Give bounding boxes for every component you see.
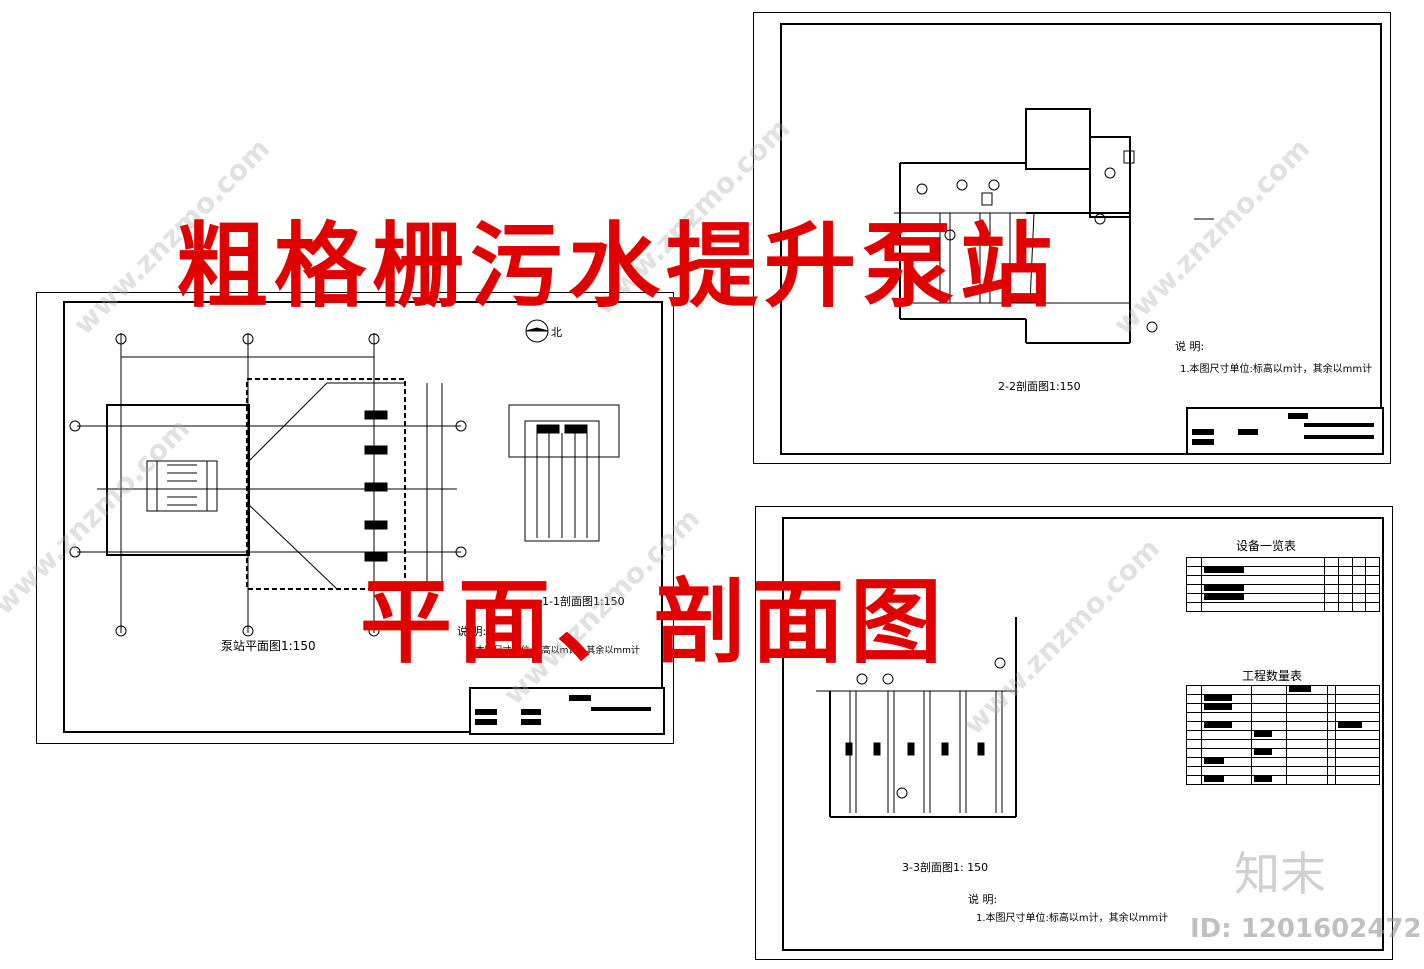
plan-sheet-frame [63,301,663,733]
section-3-sheet: 设备一览表 工程数量表 3-3剖面图1: 150 说 明: 1.本图尺寸单位:标… [755,506,1393,960]
section-3-note-heading: 说 明: [968,893,998,906]
section-2-note-heading: 说 明: [1175,340,1205,353]
section-1-caption: 1-1剖面图1:150 [542,595,625,608]
plan-note-heading: 说 明: [457,625,487,638]
plan-sheet: 北 泵站平面图1:150 1-1剖面图1:150 说 明: 1.本图尺寸单位:标… [36,292,674,744]
equipment-table-title: 设备一览表 [1236,539,1297,553]
plan-drawing [69,319,620,637]
section-3-note: 1.本图尺寸单位:标高以m计，其余以mm计 [976,913,1169,924]
overlay-title: 粗格栅污水提升泵站 [176,212,1059,320]
plan-caption: 泵站平面图1:150 [221,639,316,653]
section-3-drawing [816,617,1017,818]
section-2-frame [780,23,1382,455]
section-2-note: 1.本图尺寸单位:标高以m计，其余以mm计 [1180,364,1373,375]
image-id: ID: 1201602472 [1190,914,1422,944]
brand-logo-text: 知末 [1234,847,1326,901]
section-2-drawing [894,108,1214,344]
plan-note: 1.本图尺寸单位:标高以m计，其余以mm计 [467,646,640,656]
section-3-caption: 3-3剖面图1: 150 [902,861,989,874]
section-3-frame [782,517,1384,951]
equipment-table [1186,557,1380,612]
overlay-subtitle: 平面、剖面图 [360,568,949,676]
section-2-caption: 2-2剖面图1:150 [998,380,1081,393]
section-2-title-block [1186,407,1384,455]
section-2-sheet: 2-2剖面图1:150 说 明: 1.本图尺寸单位:标高以m计，其余以mm计 [753,12,1391,464]
plan-title-block [469,687,665,735]
north-label: 北 [551,326,562,339]
quantity-table-title: 工程数量表 [1242,669,1303,683]
quantity-table [1186,685,1381,785]
